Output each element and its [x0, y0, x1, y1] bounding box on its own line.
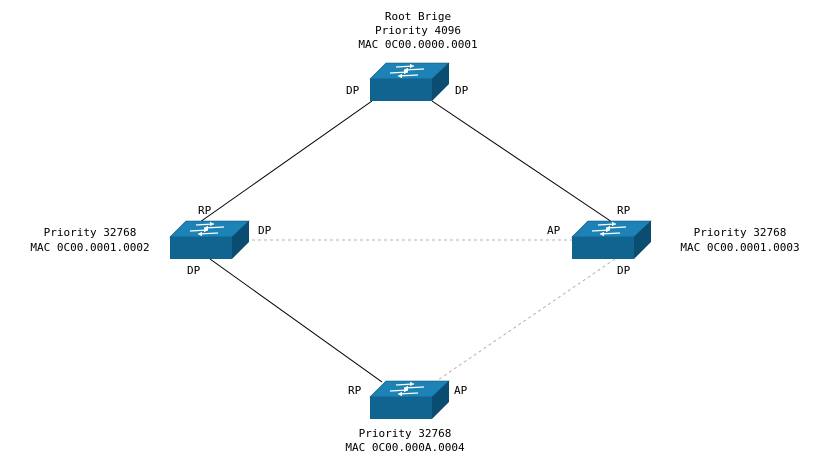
link-right-bottom-blocked: [434, 258, 616, 383]
network-switch-icon: [369, 62, 450, 101]
switch-right: [571, 220, 652, 259]
right-switch-caption: Priority 32768 MAC 0C00.0001.0003: [680, 226, 799, 254]
switch-left: [169, 220, 250, 259]
root-bridge-priority: Priority 4096: [375, 24, 461, 37]
left-switch-caption: Priority 32768 MAC 0C00.0001.0002: [30, 226, 149, 254]
right-switch-mac: MAC 0C00.0001.0003: [680, 241, 799, 254]
port-role-labels: DP DP RP DP DP RP AP DP RP AP: [187, 84, 631, 397]
port-label-right-down: DP: [617, 264, 631, 277]
right-switch-priority: Priority 32768: [694, 226, 787, 239]
bottom-switch-mac: MAC 0C00.000A.0004: [345, 441, 465, 454]
link-left-bottom: [209, 258, 383, 383]
root-bridge-caption: Root Brige Priority 4096 MAC 0C00.0000.0…: [358, 10, 477, 51]
root-bridge-name: Root Brige: [385, 10, 451, 23]
port-label-left-down: DP: [187, 264, 201, 277]
port-label-left-right: DP: [258, 224, 272, 237]
link-root-left: [199, 100, 373, 223]
bottom-switch-priority: Priority 32768: [359, 427, 452, 440]
network-switch-icon: [369, 380, 450, 419]
port-label-bottom-left: RP: [348, 384, 362, 397]
root-bridge-mac: MAC 0C00.0000.0001: [358, 38, 477, 51]
port-label-root-right: DP: [455, 84, 469, 97]
port-label-right-up: RP: [617, 204, 631, 217]
network-switch-icon: [169, 220, 250, 259]
links: [199, 100, 616, 383]
link-root-right: [431, 100, 613, 223]
left-switch-mac: MAC 0C00.0001.0002: [30, 241, 149, 254]
port-label-bottom-right: AP: [454, 384, 468, 397]
switch-bottom: [369, 380, 450, 419]
port-label-right-left: AP: [547, 224, 561, 237]
network-switch-icon: [571, 220, 652, 259]
switch-root: [369, 62, 450, 101]
bottom-switch-caption: Priority 32768 MAC 0C00.000A.0004: [345, 427, 465, 454]
port-label-root-left: DP: [346, 84, 360, 97]
left-switch-priority: Priority 32768: [44, 226, 137, 239]
port-label-left-up: RP: [198, 204, 212, 217]
